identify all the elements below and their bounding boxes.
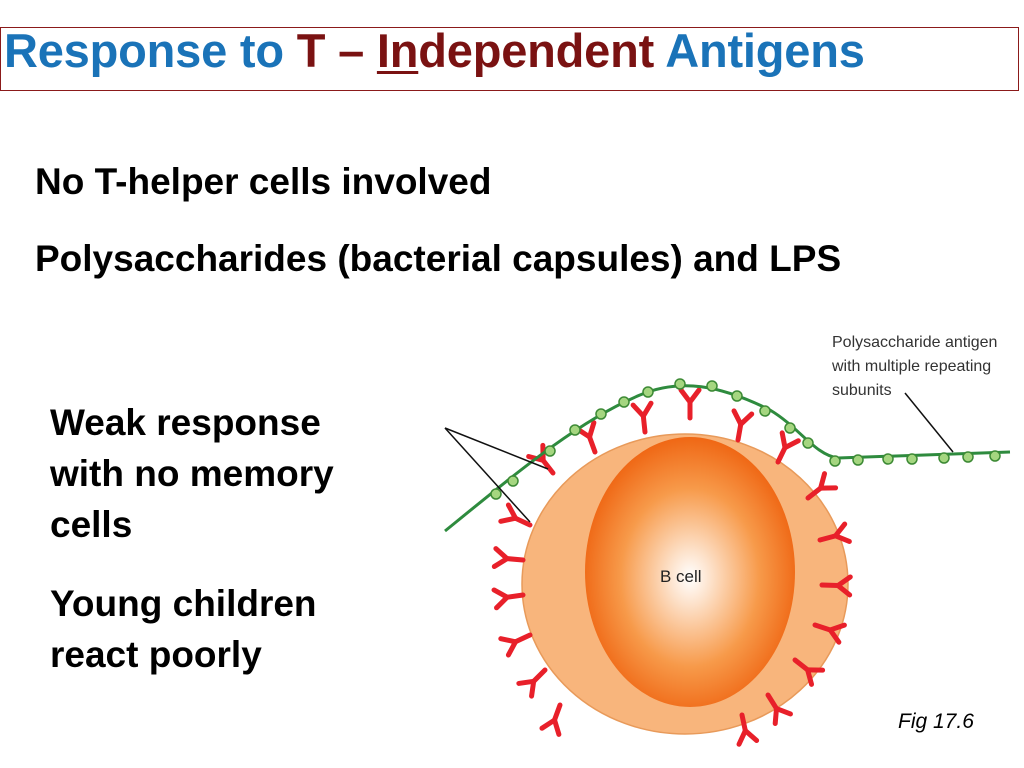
side-text-weak-response: Weak response with no memory cells (50, 397, 410, 550)
receptor-icon (501, 627, 534, 655)
title-part-t: T – (296, 24, 377, 77)
title-part-dependent: dependent (418, 24, 655, 77)
pointer-line (904, 392, 954, 453)
antigen-bead (962, 451, 974, 463)
side-line: react poorly (50, 634, 262, 675)
antigen-bead (731, 390, 743, 402)
antigen-bead (674, 378, 686, 390)
antigen-bead (784, 422, 796, 434)
antigen-bead (852, 454, 864, 466)
antigen-bead (706, 380, 718, 392)
antigen-bead (802, 437, 814, 449)
antigen-bead (989, 450, 1001, 462)
cell-nucleus (585, 437, 795, 707)
title-part-antigens: Antigens (654, 24, 865, 77)
antigen-label-line: Polysaccharide antigen (832, 334, 997, 351)
receptor-icon (494, 549, 523, 569)
bullet-no-t-helper: No T-helper cells involved (35, 161, 492, 202)
antigen-bead (906, 453, 918, 465)
title-part-in: In (376, 24, 419, 77)
antigen-bead (544, 445, 556, 457)
side-text-young-children: Young children react poorly (50, 578, 410, 680)
antigen-bead (507, 475, 519, 487)
receptor-icon (633, 403, 654, 433)
antigen-label-line: with multiple repeating (831, 358, 991, 375)
antigen-bead (759, 405, 771, 417)
receptor-icon (681, 390, 699, 418)
receptor-icon (542, 702, 568, 734)
side-line: Young children (50, 583, 317, 624)
side-line: with no memory (50, 453, 334, 494)
b-cell-label: B cell (660, 567, 702, 586)
receptor-icon (729, 411, 752, 442)
antigen-bead (938, 452, 950, 464)
side-line: cells (50, 504, 133, 545)
antigen-beads (490, 378, 1001, 500)
pointer-line (444, 427, 549, 470)
receptor-icon (494, 586, 524, 608)
antigen-bead (569, 424, 581, 436)
antigen-bead (642, 386, 654, 398)
title-part-response: Response to (4, 24, 297, 77)
antigen-bead (595, 408, 607, 420)
figure-label: Fig 17.6 (898, 710, 974, 733)
antigen-bead (829, 455, 841, 467)
receptor-icon (519, 664, 552, 697)
antigen-bead (882, 453, 894, 465)
receptor-icon (501, 505, 534, 533)
antigen-bead (618, 396, 630, 408)
side-line: Weak response (50, 402, 321, 443)
title-box (0, 27, 1019, 91)
antigen-bead (490, 488, 502, 500)
pointer-line (444, 427, 531, 523)
antigen-label-line: subunits (832, 382, 892, 399)
slide-title: Response to T – Independent Antigens (4, 27, 865, 74)
bullet-polysaccharides: Polysaccharides (bacterial capsules) and… (35, 238, 842, 279)
